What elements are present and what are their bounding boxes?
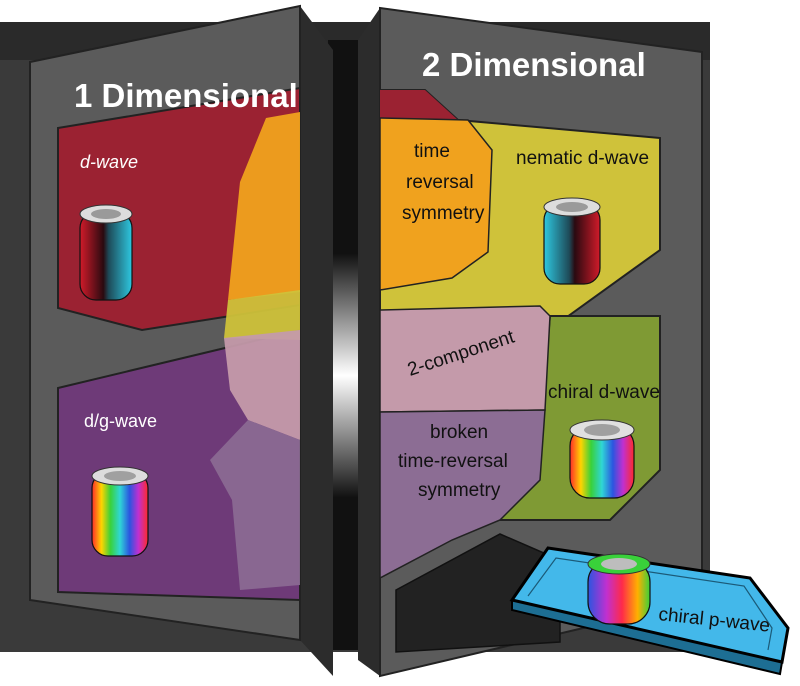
right-panel: 2 Dimensional time reversal symmetry nem…	[358, 6, 703, 678]
label-d-wave: d-wave	[80, 152, 138, 172]
left-panel-title: 1 Dimensional	[74, 77, 298, 114]
left-panel: 1 Dimensional d-wave d/g-wave	[29, 4, 333, 676]
label-nematic-d-wave: nematic d-wave	[516, 148, 649, 169]
label-broken-trs-line-3: symmetry	[418, 480, 501, 501]
dg-wave-cylinder-icon	[91, 466, 149, 557]
label-trs-line-3: symmetry	[402, 203, 485, 224]
right-panel-title: 2 Dimensional	[422, 46, 646, 83]
label-broken-trs-line-2: time-reversal	[398, 451, 508, 472]
chiral-p-wave-plate: chiral p-wave	[509, 546, 790, 676]
plate-inner-edge	[527, 557, 773, 651]
label-broken-trs-line-1: broken	[430, 422, 488, 443]
region-trs	[379, 117, 493, 291]
right-panel-side	[358, 8, 380, 676]
chiral-p-wave-cylinder-icon	[587, 553, 651, 625]
region-red-sliver	[380, 90, 458, 120]
region-lilac-left	[210, 420, 300, 590]
nematic-d-wave-cylinder-icon	[543, 197, 601, 285]
label-dg-wave: d/g-wave	[84, 411, 157, 431]
region-yellow-left	[224, 290, 300, 340]
region-orange-left	[228, 112, 300, 300]
label-chiral-d-wave: chiral d-wave	[548, 382, 660, 403]
region-broken-trs	[379, 409, 546, 580]
d-wave-cylinder-icon	[79, 204, 133, 301]
region-two-component	[379, 305, 551, 413]
label-trs-line-2: reversal	[406, 172, 474, 193]
center-gap	[328, 40, 360, 650]
chiral-d-wave-cylinder-icon	[569, 419, 635, 499]
region-pink-left	[224, 330, 300, 440]
left-panel-side	[300, 6, 333, 676]
label-trs-line-1: time	[414, 141, 450, 162]
